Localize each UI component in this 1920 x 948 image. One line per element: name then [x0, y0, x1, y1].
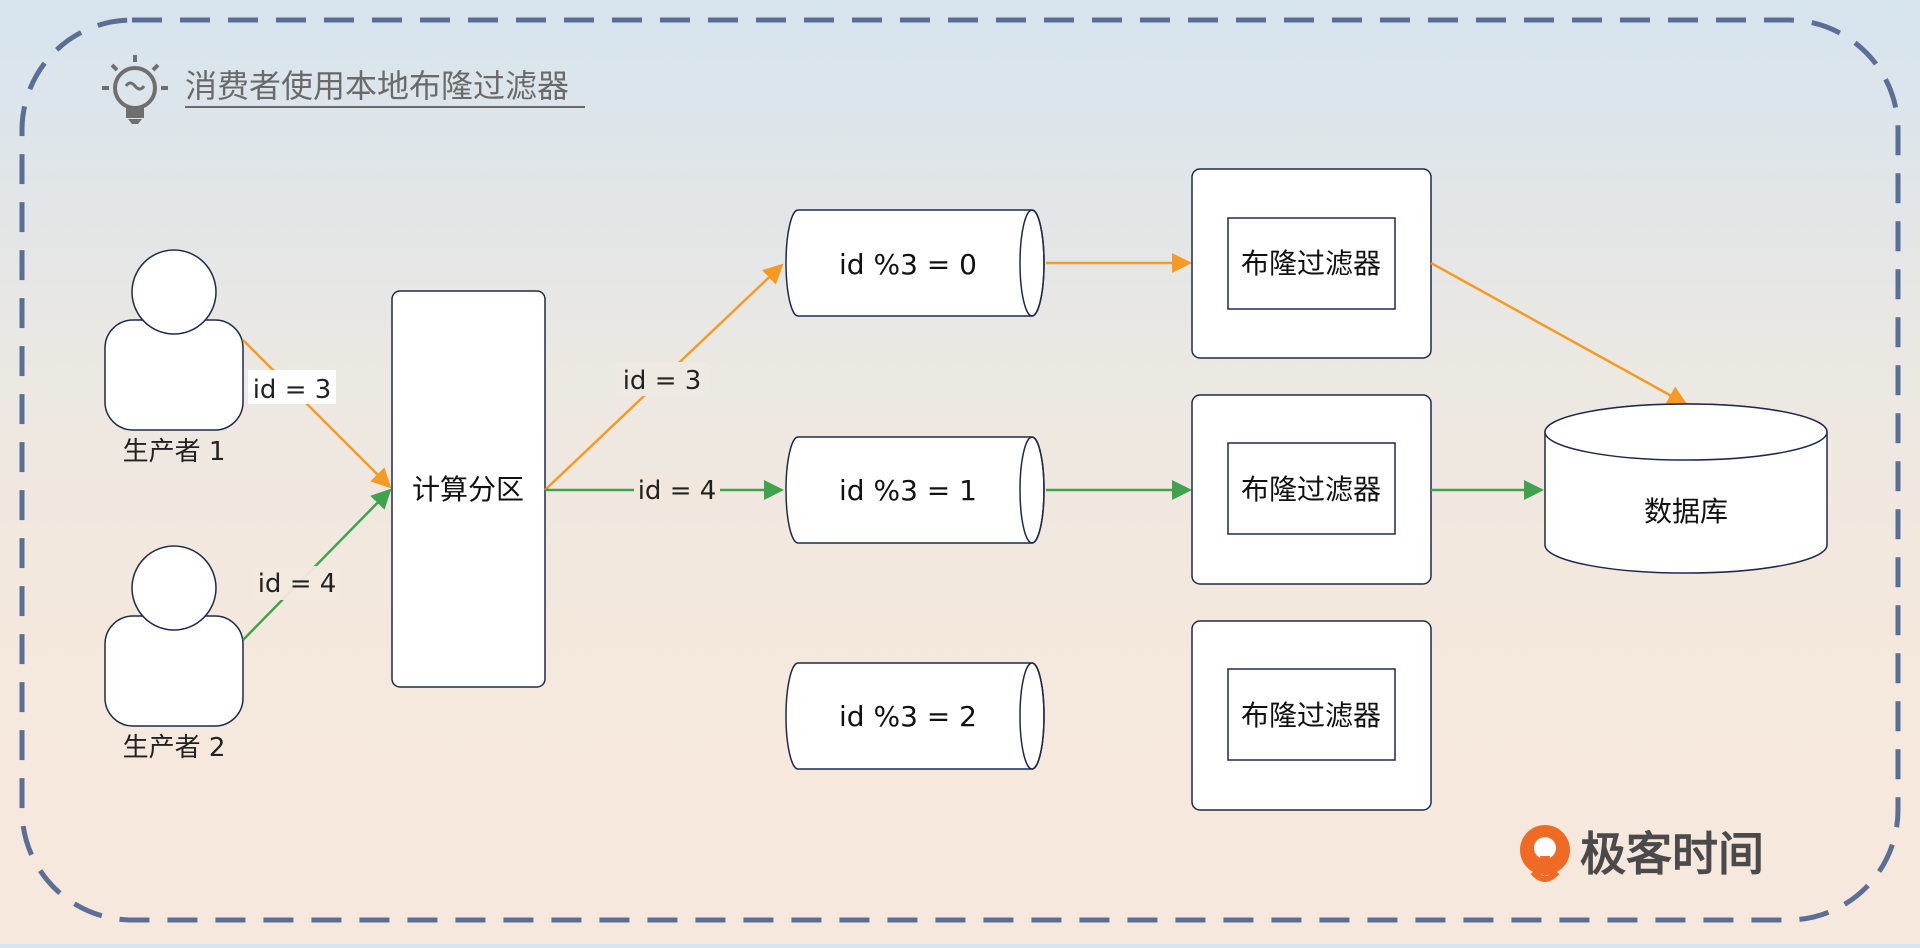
edge-label-partition-0: id = 3	[623, 366, 702, 396]
partition-2: id %3 = 2	[785, 662, 1045, 770]
producer-1: 生产者 1	[104, 249, 244, 467]
producer-1-head	[131, 249, 217, 335]
producer-1-body	[104, 319, 244, 431]
geektime-logo-icon	[1520, 825, 1570, 882]
partition-1-label: id %3 = 1	[839, 474, 977, 507]
partition-0: id %3 = 0	[785, 209, 1045, 317]
bloom-filter-0: 布隆过滤器	[1191, 168, 1432, 359]
partition-1: id %3 = 1	[785, 436, 1045, 544]
bloom-filter-2-label: 布隆过滤器	[1241, 699, 1381, 732]
bloom-filter-0-label: 布隆过滤器	[1241, 247, 1381, 280]
bloom-filter-1: 布隆过滤器	[1191, 394, 1432, 585]
lightbulb-icon	[102, 55, 168, 124]
producer-1-label: 生产者 1	[123, 437, 226, 467]
diagram-title: 消费者使用本地布隆过滤器	[185, 67, 569, 105]
edge-filter-0-to-database	[1430, 261, 1688, 406]
partition-2-label: id %3 = 2	[839, 700, 977, 733]
edge-producer-1-to-partitioner	[242, 339, 392, 489]
database-cylinder: 数据库	[1544, 403, 1828, 574]
bloom-filter-2: 布隆过滤器	[1191, 620, 1432, 811]
edge-label-producer-1: id = 3	[253, 375, 332, 405]
edge-label-producer-2: id = 4	[258, 569, 337, 599]
database-label: 数据库	[1644, 495, 1728, 528]
producer-2: 生产者 2	[104, 545, 244, 763]
producer-2-body	[104, 615, 244, 727]
brand-name: 极客时间	[1580, 827, 1764, 881]
partition-0-label: id %3 = 0	[839, 248, 977, 281]
edge-label-partition-1: id = 4	[638, 476, 717, 506]
edge-producer-2-to-partitioner	[242, 488, 392, 641]
outer-dashed-frame	[19, 17, 1901, 923]
bloom-filter-1-label: 布隆过滤器	[1241, 473, 1381, 506]
partitioner-label: 计算分区	[412, 473, 524, 506]
producer-2-label: 生产者 2	[123, 733, 226, 763]
producer-2-head	[131, 545, 217, 631]
